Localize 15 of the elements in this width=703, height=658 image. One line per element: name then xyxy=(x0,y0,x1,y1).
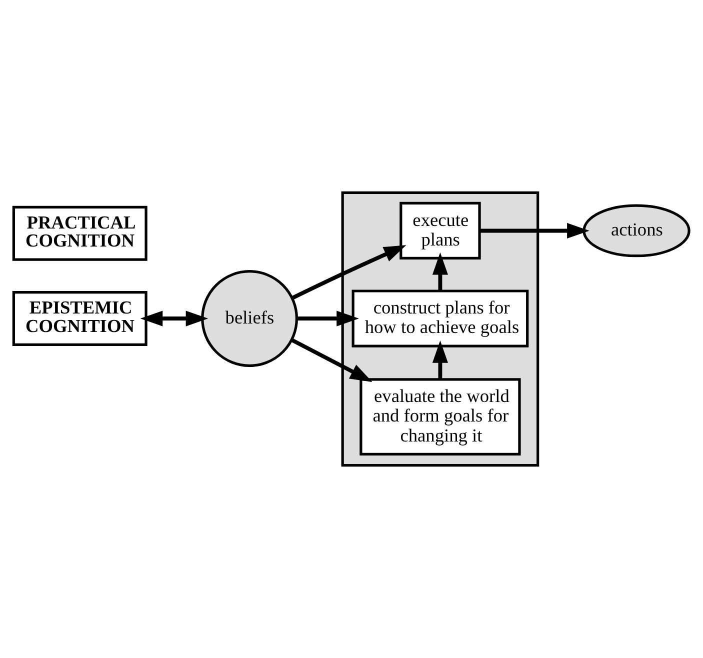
arrow xyxy=(432,340,448,380)
node-ellipse: actions xyxy=(582,204,690,258)
arrow xyxy=(296,310,359,326)
arrow xyxy=(432,252,448,291)
node-box: evaluate the world and form goals for changing it xyxy=(360,378,521,456)
arrow xyxy=(140,310,208,326)
arrow xyxy=(290,338,372,382)
arrow xyxy=(480,222,590,239)
cluster xyxy=(341,191,540,467)
node-box: EPISTEMIC COGNITION xyxy=(12,291,148,346)
node-box: PRACTICAL COGNITION xyxy=(12,206,148,261)
node-box: execute plans xyxy=(400,202,481,260)
node-box: construct plans for how to achieve goals xyxy=(352,290,529,348)
arrow xyxy=(291,245,406,300)
node-circle: beliefs xyxy=(201,270,298,367)
